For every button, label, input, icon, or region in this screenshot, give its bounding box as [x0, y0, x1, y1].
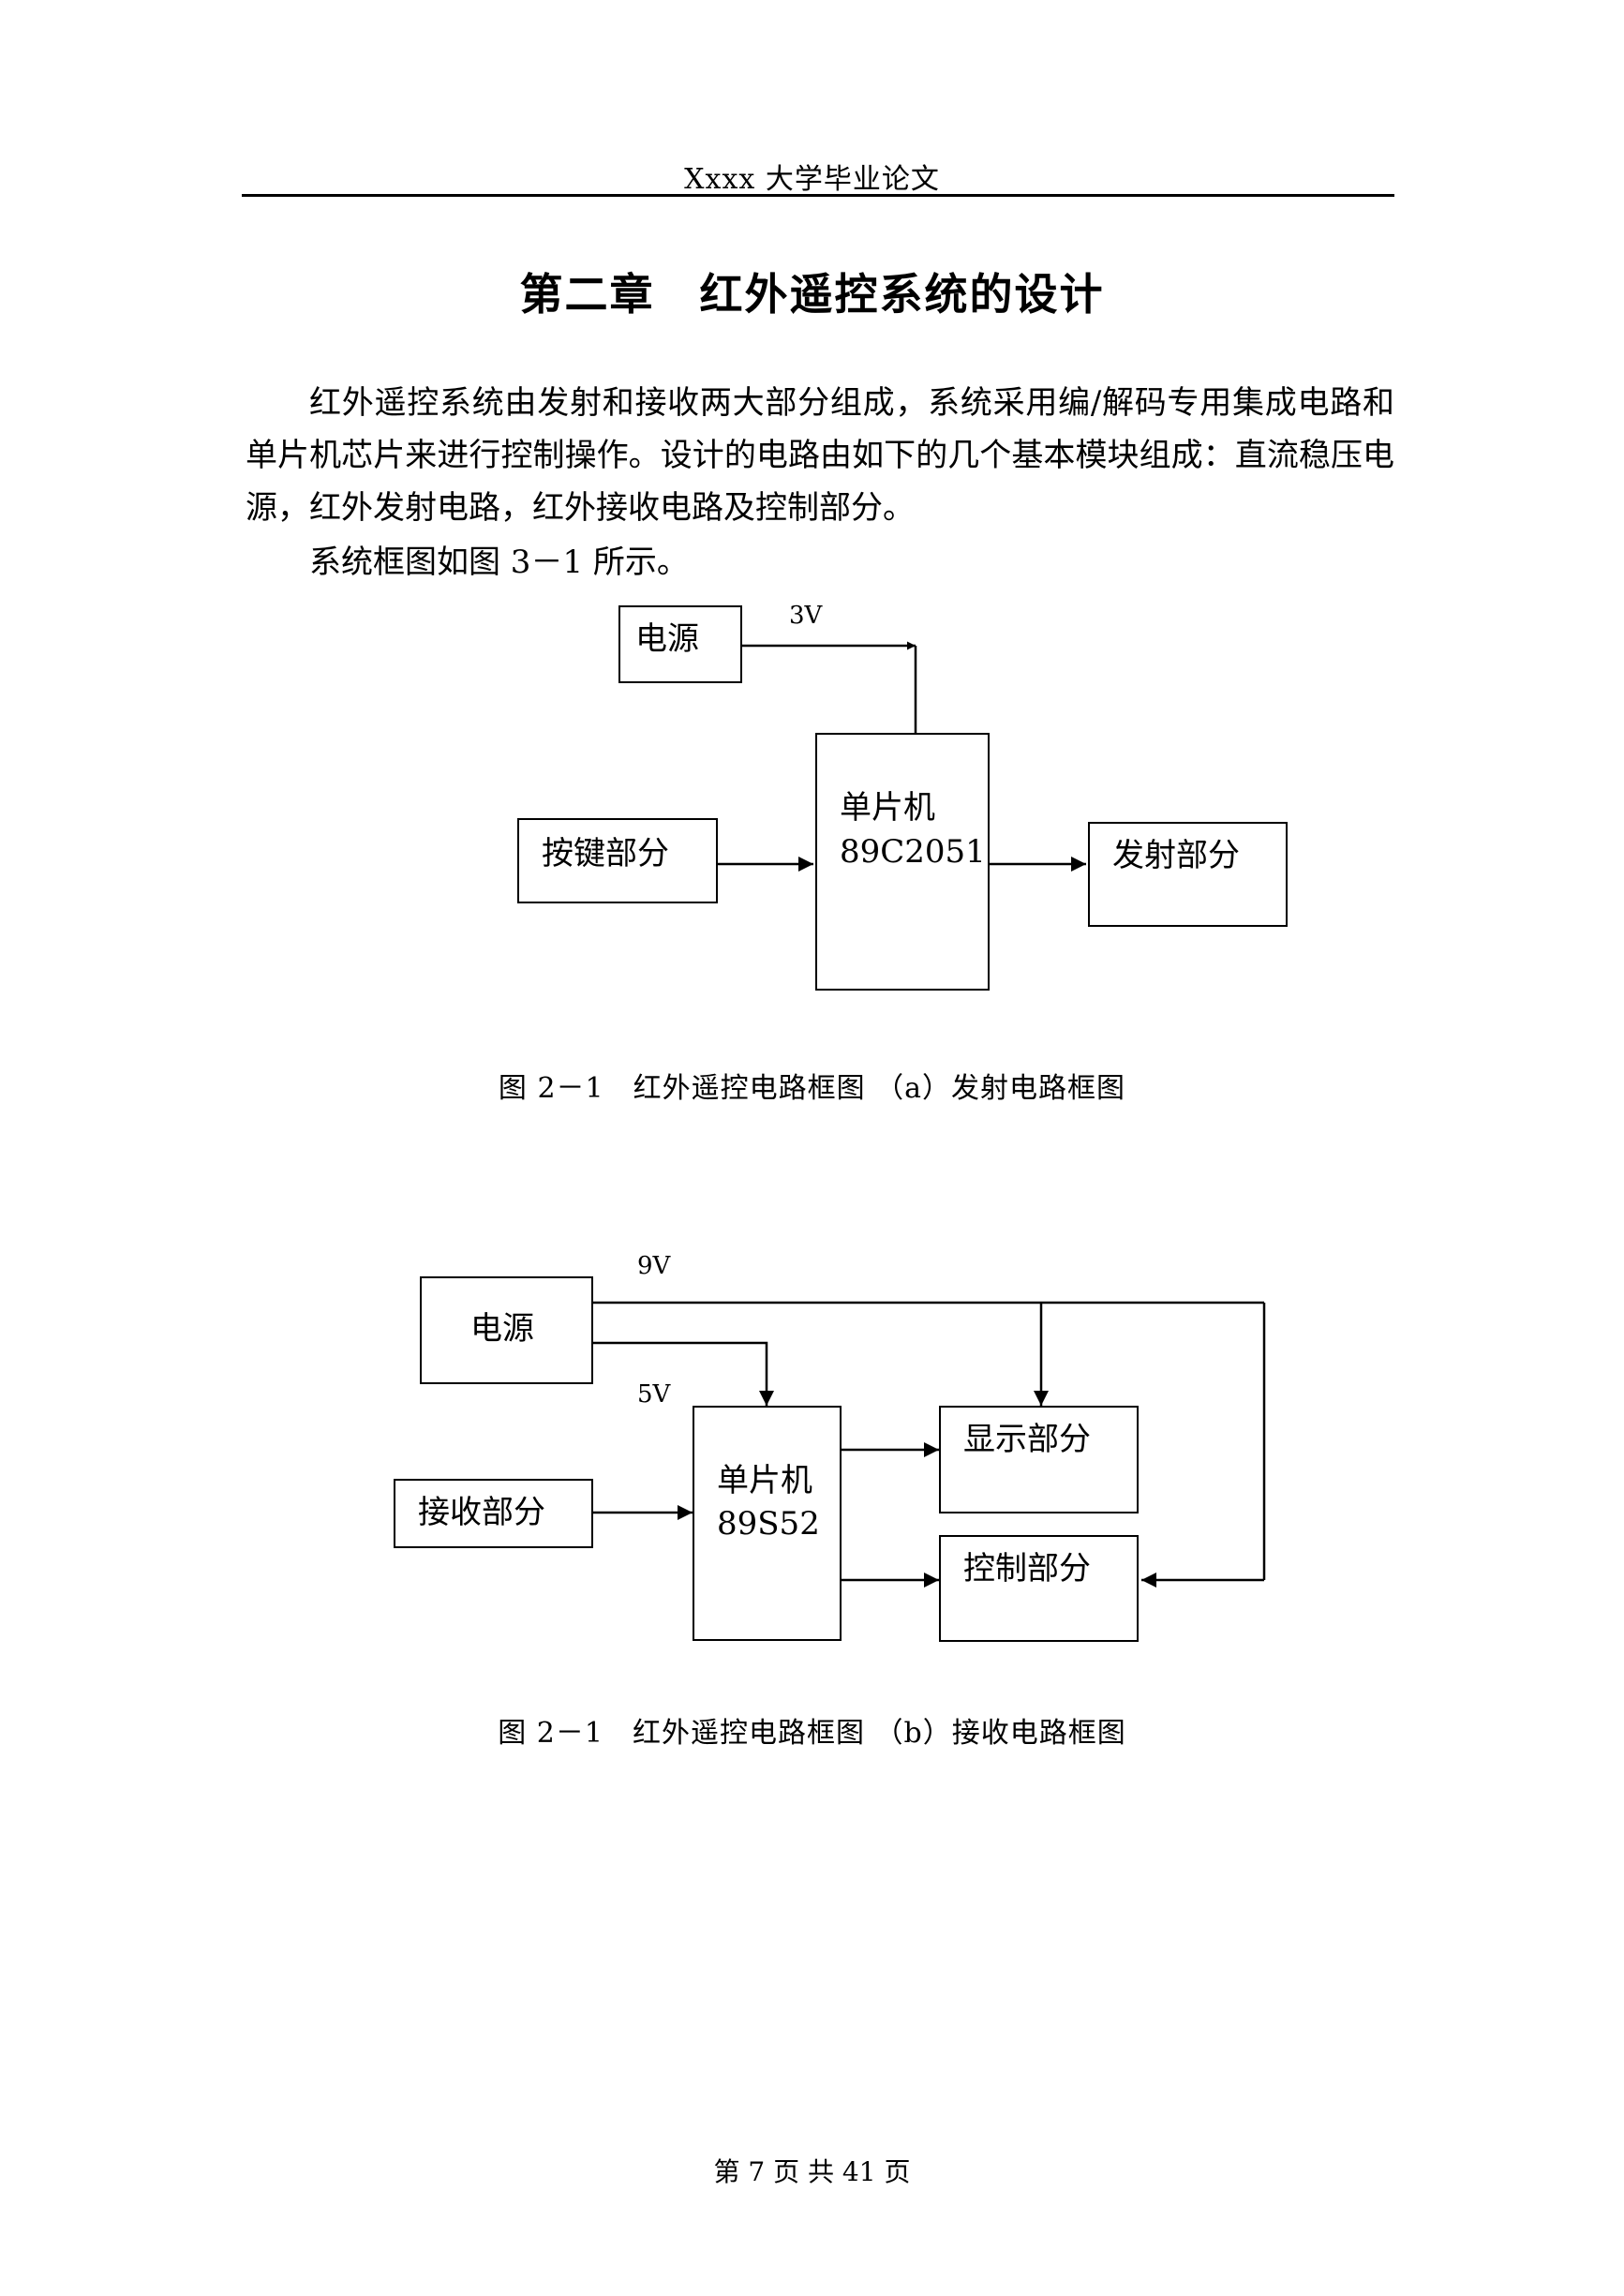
mcu-model-b: 89S52: [717, 1505, 820, 1543]
mcu-model-a: 89C2051: [840, 833, 986, 871]
intro-paragraph: 红外遥控系统由发射和接收两大部分组成，系统采用编/解码专用集成电路和单片机芯片来…: [246, 384, 1394, 527]
transmit-block: 发射部分: [1088, 822, 1288, 927]
voltage-label-3v: 3V: [789, 602, 823, 630]
wire-5v-to-mcu: [593, 1341, 774, 1406]
power-block-b: 电源: [420, 1276, 593, 1384]
chapter-title: 第二章 红外遥控系统的设计: [519, 269, 1105, 320]
display-label: 显示部分: [963, 1421, 1091, 1458]
power-label-a: 电源: [635, 620, 699, 658]
control-block: 控制部分: [939, 1535, 1139, 1642]
header-rule: [242, 194, 1394, 197]
voltage-label-9v: 9V: [637, 1252, 671, 1280]
figure-a-caption: 图 2－1 红外遥控电路框图 （a）发射电路框图: [498, 1072, 1126, 1105]
keys-block: 按键部分: [517, 818, 718, 903]
mcu-block-a: 单片机 89C2051: [815, 733, 990, 991]
page-number: 第 7 页 共 41 页: [713, 2156, 911, 2187]
figure-b-caption: 图 2－1 红外遥控电路框图 （b）接收电路框图: [498, 1717, 1126, 1750]
receive-label: 接收部分: [418, 1494, 545, 1531]
figure-intro-sentence: 系统框图如图 3－1 所示。: [309, 544, 689, 581]
receive-block: 接收部分: [394, 1479, 593, 1548]
running-header: Xxxx 大学毕业论文: [684, 163, 940, 196]
control-label: 控制部分: [963, 1550, 1091, 1588]
display-block: 显示部分: [939, 1406, 1139, 1513]
mcu-name-b: 单片机: [717, 1462, 812, 1499]
power-label-b: 电源: [470, 1310, 534, 1348]
keys-label: 按键部分: [542, 835, 669, 872]
transmit-label: 发射部分: [1112, 837, 1240, 874]
mcu-name-a: 单片机: [840, 789, 935, 827]
voltage-label-5v: 5V: [637, 1380, 671, 1409]
power-block-a: 电源: [618, 605, 742, 683]
mcu-block-b: 单片机 89S52: [693, 1406, 842, 1641]
